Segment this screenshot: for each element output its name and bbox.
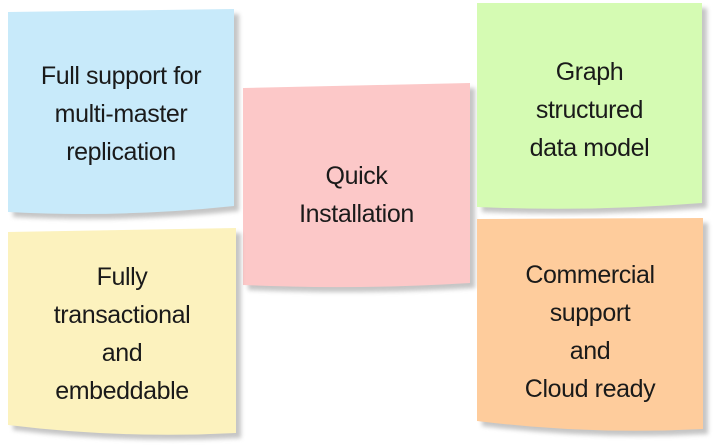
- note-text-commercial-cloud-ready: Commercial support and Cloud ready: [524, 261, 656, 403]
- sticky-note-surface: Commercial support and Cloud ready: [477, 218, 703, 436]
- sticky-note-commercial-cloud-ready: Commercial support and Cloud ready: [477, 218, 703, 436]
- sticky-note-surface: Graph structured data model: [477, 3, 702, 213]
- sticky-note-graph-data-model: Graph structured data model: [477, 3, 702, 213]
- note-text-quick-installation: Quick Installation: [299, 162, 414, 228]
- sticky-note-surface: Fully transactional and embeddable: [8, 228, 236, 440]
- note-text-transactional-embeddable: Fully transactional and embeddable: [53, 263, 191, 405]
- sticky-note-multi-master-replication: Full support for multi-master replicatio…: [8, 9, 234, 219]
- sticky-note-surface: Full support for multi-master replicatio…: [8, 9, 234, 219]
- note-text-graph-data-model: Graph structured data model: [529, 58, 650, 162]
- sticky-note-quick-installation: Quick Installation: [243, 83, 470, 291]
- sticky-note-transactional-embeddable: Fully transactional and embeddable: [8, 228, 236, 440]
- sticky-note-surface: Quick Installation: [243, 83, 470, 291]
- note-text-multi-master-replication: Full support for multi-master replicatio…: [40, 62, 202, 166]
